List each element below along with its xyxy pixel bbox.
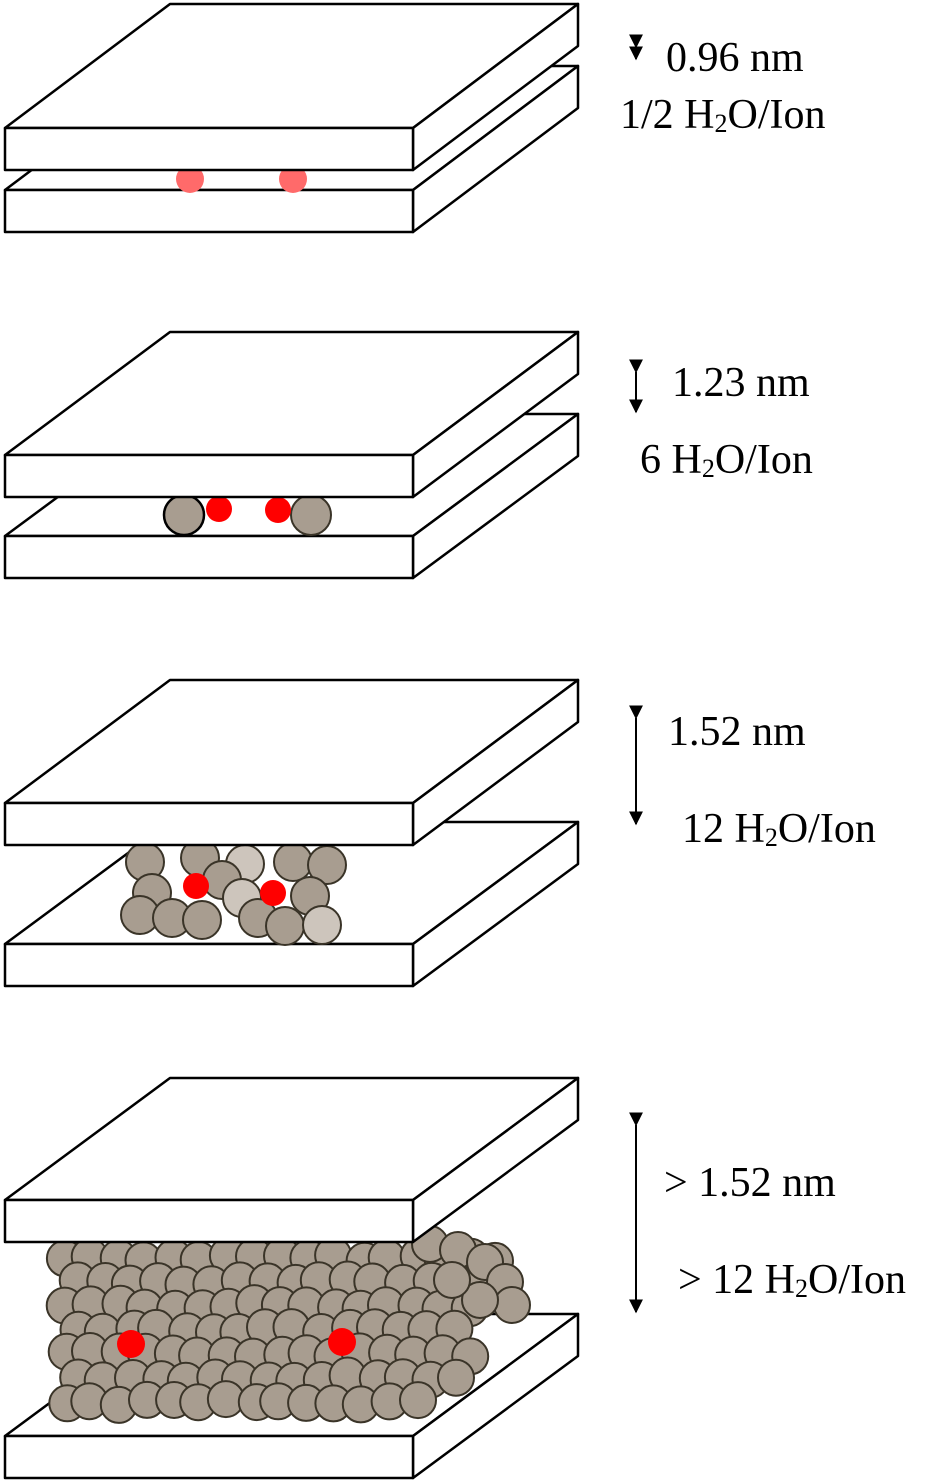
water-cluster — [45, 1225, 531, 1424]
panel-3 — [3, 678, 580, 988]
ion-group — [176, 165, 307, 193]
labels: 0.96 nm 1/2 H2O/Ion 1.23 nm 6 H2O/Ion 1.… — [620, 35, 906, 1303]
ion — [176, 165, 204, 193]
water-molecule — [162, 493, 206, 537]
spacing-label: 1.52 nm — [668, 709, 806, 755]
ion — [206, 496, 232, 522]
water-molecule — [461, 1281, 499, 1319]
ion — [265, 497, 291, 523]
spacing-label: > 1.52 nm — [664, 1160, 836, 1206]
top-plate — [3, 678, 580, 847]
hydration-label: > 12 H2O/Ion — [678, 1257, 906, 1303]
ion-group — [206, 496, 291, 523]
ion-group — [183, 873, 286, 906]
ion-group — [117, 1328, 356, 1358]
ion — [117, 1330, 145, 1358]
spacing-label: 1.23 nm — [672, 360, 810, 406]
panel-1 — [3, 2, 580, 234]
water-group — [162, 493, 332, 537]
water-molecule — [433, 1261, 471, 1299]
ion — [328, 1328, 356, 1356]
ion — [260, 880, 286, 906]
water-molecule — [273, 842, 313, 882]
panel-4 — [3, 1076, 580, 1480]
top-plate — [3, 2, 580, 172]
water-molecule — [182, 900, 222, 940]
panel-2 — [3, 330, 580, 580]
water-molecule — [302, 905, 342, 945]
hydration-label: 6 H2O/Ion — [640, 437, 813, 483]
water-molecule — [437, 1358, 475, 1397]
water-molecule — [290, 494, 332, 536]
spacing-label: 0.96 nm — [666, 35, 804, 81]
water-molecule — [493, 1286, 531, 1324]
water-molecule — [265, 906, 305, 946]
top-plate — [3, 1076, 580, 1244]
ion — [279, 165, 307, 193]
water-molecule — [399, 1381, 437, 1420]
hydration-label: 1/2 H2O/Ion — [620, 92, 826, 138]
top-plate — [3, 330, 580, 499]
ion — [183, 873, 209, 899]
hydration-label: 12 H2O/Ion — [682, 806, 876, 852]
